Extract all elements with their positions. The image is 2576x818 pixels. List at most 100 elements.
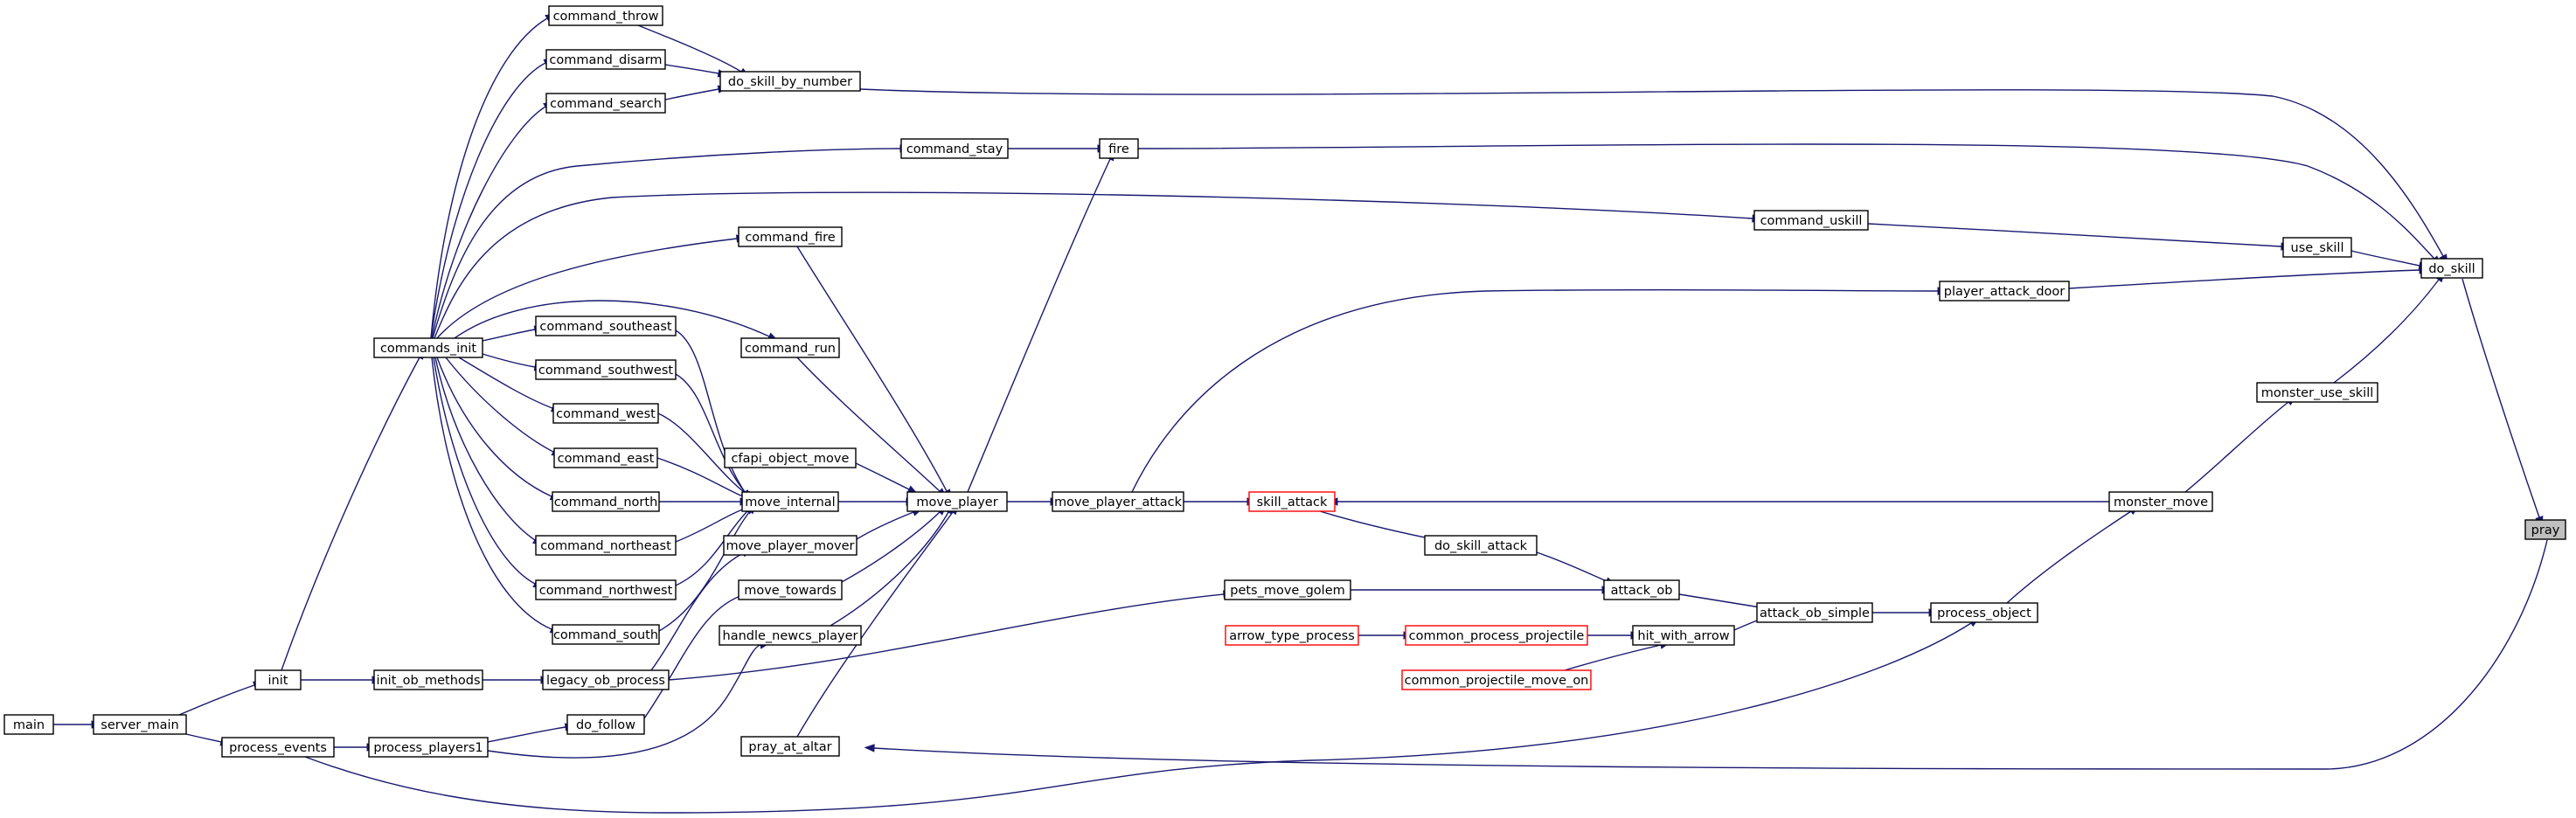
edge-legacy_ob_process-to-move_player_mover [650,548,752,671]
node-legacy_ob_process[interactable]: legacy_ob_process [542,669,670,690]
node-label: use_skill [2291,241,2344,255]
node-label: skill_attack [1257,496,1328,510]
node-command_east[interactable]: command_east [553,447,658,468]
node-common_process_projectile[interactable]: common_process_projectile [1405,625,1588,646]
node-command_southwest[interactable]: command_southwest [535,359,677,380]
node-common_projectile_move_on[interactable]: common_projectile_move_on [1401,669,1592,690]
edges-layer [53,13,2548,814]
node-commands_init[interactable]: commands_init [373,337,483,358]
node-do_skill_by_number[interactable]: do_skill_by_number [719,71,861,92]
node-command_northwest[interactable]: command_northwest [535,579,677,600]
node-move_towards[interactable]: move_towards [738,579,843,600]
node-command_stay[interactable]: command_stay [900,138,1009,159]
node-label: command_north [554,496,658,510]
edge-process_events-to-process_object [304,617,1980,814]
edge-common_projectile_move_on-to-hit_with_arrow [1564,641,1671,671]
edge-commands_init-to-command_throw [430,13,556,339]
node-process_players1[interactable]: process_players1 [368,737,489,758]
node-command_uskill[interactable]: command_uskill [1753,210,1869,231]
node-label: common_projectile_move_on [1405,674,1589,688]
node-process_events[interactable]: process_events [221,737,335,758]
node-command_run[interactable]: command_run [740,337,840,358]
node-attack_ob_simple[interactable]: attack_ob_simple [1756,602,1873,623]
node-cfapi_object_move[interactable]: cfapi_object_move [724,447,857,468]
edge-player_attack_door-to-do_skill [2068,266,2430,289]
node-label: command_uskill [1760,214,1863,228]
edge-commands_init-to-command_southwest [482,353,545,371]
node-use_skill[interactable]: use_skill [2282,237,2352,258]
node-label: handle_newcs_player [723,629,858,643]
node-move_player[interactable]: move_player [906,491,1008,512]
node-label: fire [1108,142,1129,156]
node-command_search[interactable]: command_search [545,93,666,114]
edge-move_player_attack-to-player_attack_door [1131,287,1948,493]
node-label: init_ob_methods [376,674,480,688]
edge-move_internal-to-move_player [838,497,917,506]
node-monster_use_skill[interactable]: monster_use_skill [2256,382,2378,403]
node-command_southeast[interactable]: command_southeast [535,315,677,336]
node-label: player_attack_door [1944,285,2066,299]
node-command_north[interactable]: command_north [552,491,660,512]
node-label: do_skill_attack [1434,539,1528,553]
node-label: init [268,674,288,688]
node-label: commands_init [380,342,476,356]
edge-do_follow-to-move_towards [643,592,750,719]
node-do_follow[interactable]: do_follow [566,714,645,735]
edge-move_player-to-fire [967,149,1114,493]
node-label: command_southwest [538,364,673,378]
edge-commands_init-to-command_northwest [433,357,544,589]
node-label: common_process_projectile [1409,629,1585,643]
node-pets_move_golem[interactable]: pets_move_golem [1224,579,1351,600]
node-move_player_mover[interactable]: move_player_mover [723,535,858,556]
node-attack_ob[interactable]: attack_ob [1603,579,1680,600]
node-command_fire[interactable]: command_fire [738,226,843,247]
edge-server_main-to-init [178,681,264,716]
node-pray[interactable]: pray [2524,519,2566,540]
node-label: attack_ob_simple [1760,607,1870,620]
node-arrow_type_process[interactable]: arrow_type_process [1225,625,1359,646]
node-main[interactable]: main [3,714,54,735]
edge-do_skill-to-pray [2461,278,2544,527]
edge-monster_use_skill-to-do_skill [2333,271,2445,384]
node-fire[interactable]: fire [1099,138,1139,159]
node-pray_at_altar[interactable]: pray_at_altar [740,736,840,757]
node-handle_newcs_player[interactable]: handle_newcs_player [719,625,862,646]
node-hit_with_arrow[interactable]: hit_with_arrow [1632,625,1735,646]
node-move_player_attack[interactable]: move_player_attack [1052,491,1184,512]
node-skill_attack[interactable]: skill_attack [1248,491,1336,512]
edge-init-to-init_ob_methods [301,676,383,684]
node-do_skill[interactable]: do_skill [2420,258,2483,279]
edge-move_player_attack-to-skill_attack [1184,497,1258,506]
node-move_internal[interactable]: move_internal [741,491,839,512]
node-command_disarm[interactable]: command_disarm [545,49,666,70]
node-do_skill_attack[interactable]: do_skill_attack [1424,535,1538,556]
node-label: command_throw [553,10,659,24]
edge-process_players1-to-do_follow [487,723,576,743]
node-command_west[interactable]: command_west [552,403,659,424]
node-process_object[interactable]: process_object [1930,602,2038,623]
node-server_main[interactable]: server_main [93,714,187,735]
node-label: pray [2531,523,2560,537]
node-player_attack_door[interactable]: player_attack_door [1939,281,2070,302]
edge-move_towards-to-move_player [841,505,948,583]
node-command_south[interactable]: command_south [552,624,660,645]
edge-command_southwest-to-move_internal [675,373,753,502]
edge-command_uskill-to-use_skill [1867,223,2292,251]
node-monster_move[interactable]: monster_move [2108,491,2213,512]
edge-handle_newcs_player-to-move_player [830,503,954,627]
node-command_throw[interactable]: command_throw [548,5,663,26]
node-label: command_stay [906,142,1003,156]
node-command_northeast[interactable]: command_northeast [535,535,677,556]
node-init_ob_methods[interactable]: init_ob_methods [373,669,483,690]
node-label: command_northeast [540,539,671,553]
edge-do_skill_by_number-to-do_skill [859,88,2448,265]
edge-move_player-to-move_player_attack [1007,497,1061,506]
node-label: command_search [550,97,662,111]
node-label: process_players1 [373,741,483,755]
edge-command_stay-to-fire [1008,144,1108,153]
edge-init_ob_methods-to-legacy_ob_process [483,676,552,684]
node-init[interactable]: init [254,669,302,690]
edge-common_process_projectile-to-hit_with_arrow [1587,631,1642,640]
